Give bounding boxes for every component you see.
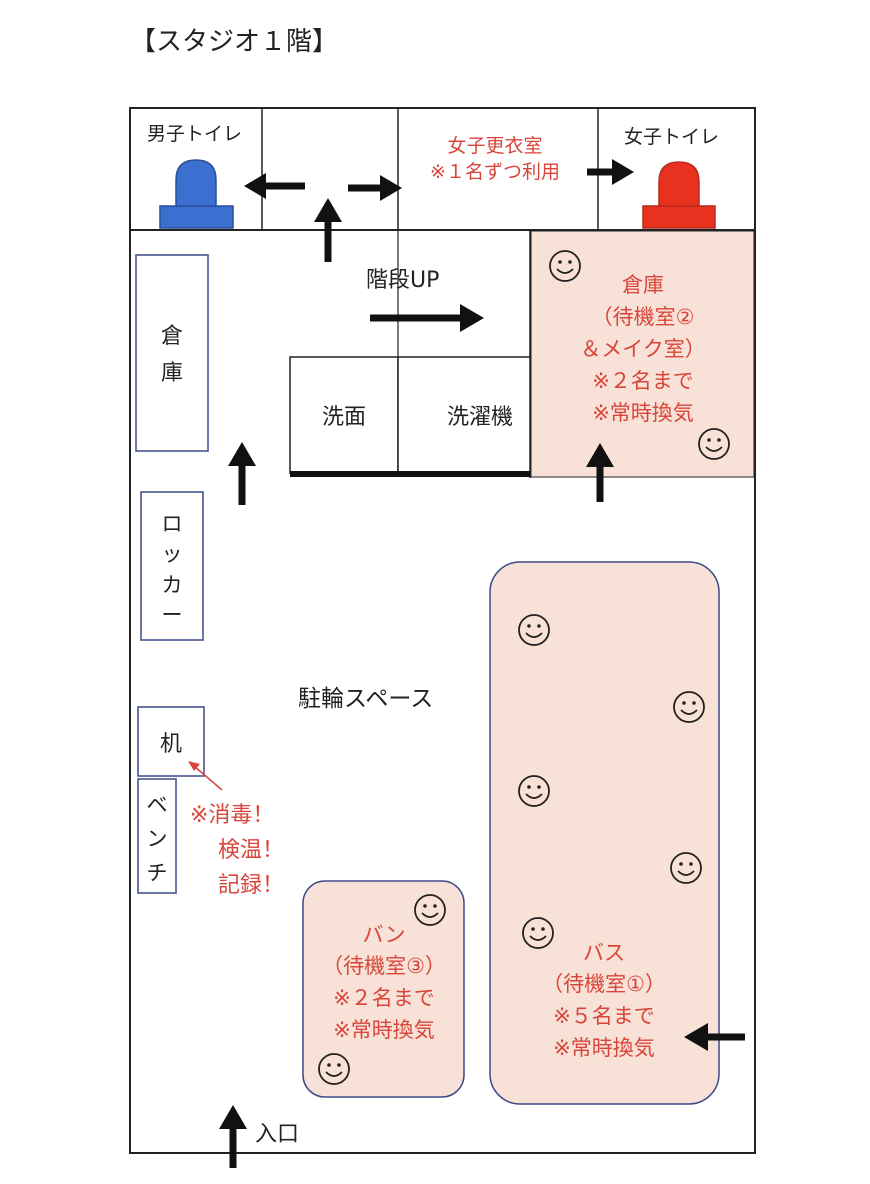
sanitize-notice: 記録！ [218, 873, 284, 898]
locker [140, 491, 204, 641]
waiting-room-1-note: ※５名まで [553, 1004, 655, 1028]
womens-toilet-label: 女子トイレ [624, 126, 719, 148]
bench [137, 778, 177, 894]
desk-label: 机 [160, 732, 182, 757]
waiting-room-2-label: 倉庫 [622, 273, 664, 297]
storage-left-label: 庫 [161, 361, 183, 386]
page-title: 【スタジオ１階】 [130, 27, 338, 57]
washroom [289, 356, 399, 474]
stairs-label: 階段UP [366, 268, 439, 293]
desk [137, 706, 205, 777]
bench-label: ン [147, 827, 168, 851]
arrow-icon [586, 443, 614, 502]
toilet-icon [159, 159, 234, 229]
womens-changing-room-note: ※１名ずつ利用 [430, 161, 560, 183]
locker-label: ッ [162, 542, 183, 566]
bench-label: ベ [147, 793, 168, 817]
sanitize-notice: 検温！ [218, 838, 284, 863]
waiting-room-2-label: （待機室② [592, 305, 695, 329]
locker-label: ロ [162, 512, 183, 536]
washroom-label: 洗面 [322, 405, 366, 430]
arrow-icon [370, 304, 484, 332]
waiting-room-3-van [302, 880, 465, 1098]
bike-space-label: 駐輪スペース [298, 686, 433, 712]
arrow-icon [348, 175, 402, 201]
waiting-room-3-note: ※２名まで [333, 986, 435, 1010]
waiting-room-3-label: （待機室③） [322, 954, 446, 978]
womens-changing-room-label: 女子更衣室 [447, 135, 542, 157]
arrow-icon [314, 198, 342, 262]
arrow-icon [684, 1023, 745, 1051]
locker-label: ー [162, 603, 183, 627]
sanitize-notice: ※消毒！ [190, 803, 274, 828]
arrow-icon [587, 159, 634, 185]
mens-toilet-label: 男子トイレ [147, 123, 242, 145]
waiting-room-1-label: バス [583, 941, 625, 965]
entrance-label: 入口 [255, 1122, 299, 1147]
waiting-room-1-label: （待機室①） [542, 972, 666, 996]
waiting-room-2-note: ※常時換気 [592, 401, 694, 425]
arrow-icon [228, 442, 256, 505]
building-outline [129, 107, 756, 1154]
waiting-room-2-label: ＆メイク室） [580, 337, 706, 361]
bench-label: チ [147, 861, 168, 885]
waiting-room-2-note: ※２名まで [592, 369, 694, 393]
storage-left-label: 倉 [161, 324, 183, 349]
arrow-icon [244, 173, 305, 199]
waiting-room-3-label: バン [362, 923, 405, 947]
waiting-room-1-note: ※常時換気 [553, 1036, 655, 1060]
toilet-icon [642, 161, 716, 229]
waiting-room-1-bus [489, 561, 720, 1105]
locker-label: カ [162, 573, 183, 597]
storage-left [135, 254, 209, 452]
arrow-icon [219, 1105, 247, 1168]
waiting-room-3-note: ※常時換気 [333, 1018, 435, 1042]
washing-machine-label: 洗濯機 [447, 405, 513, 430]
